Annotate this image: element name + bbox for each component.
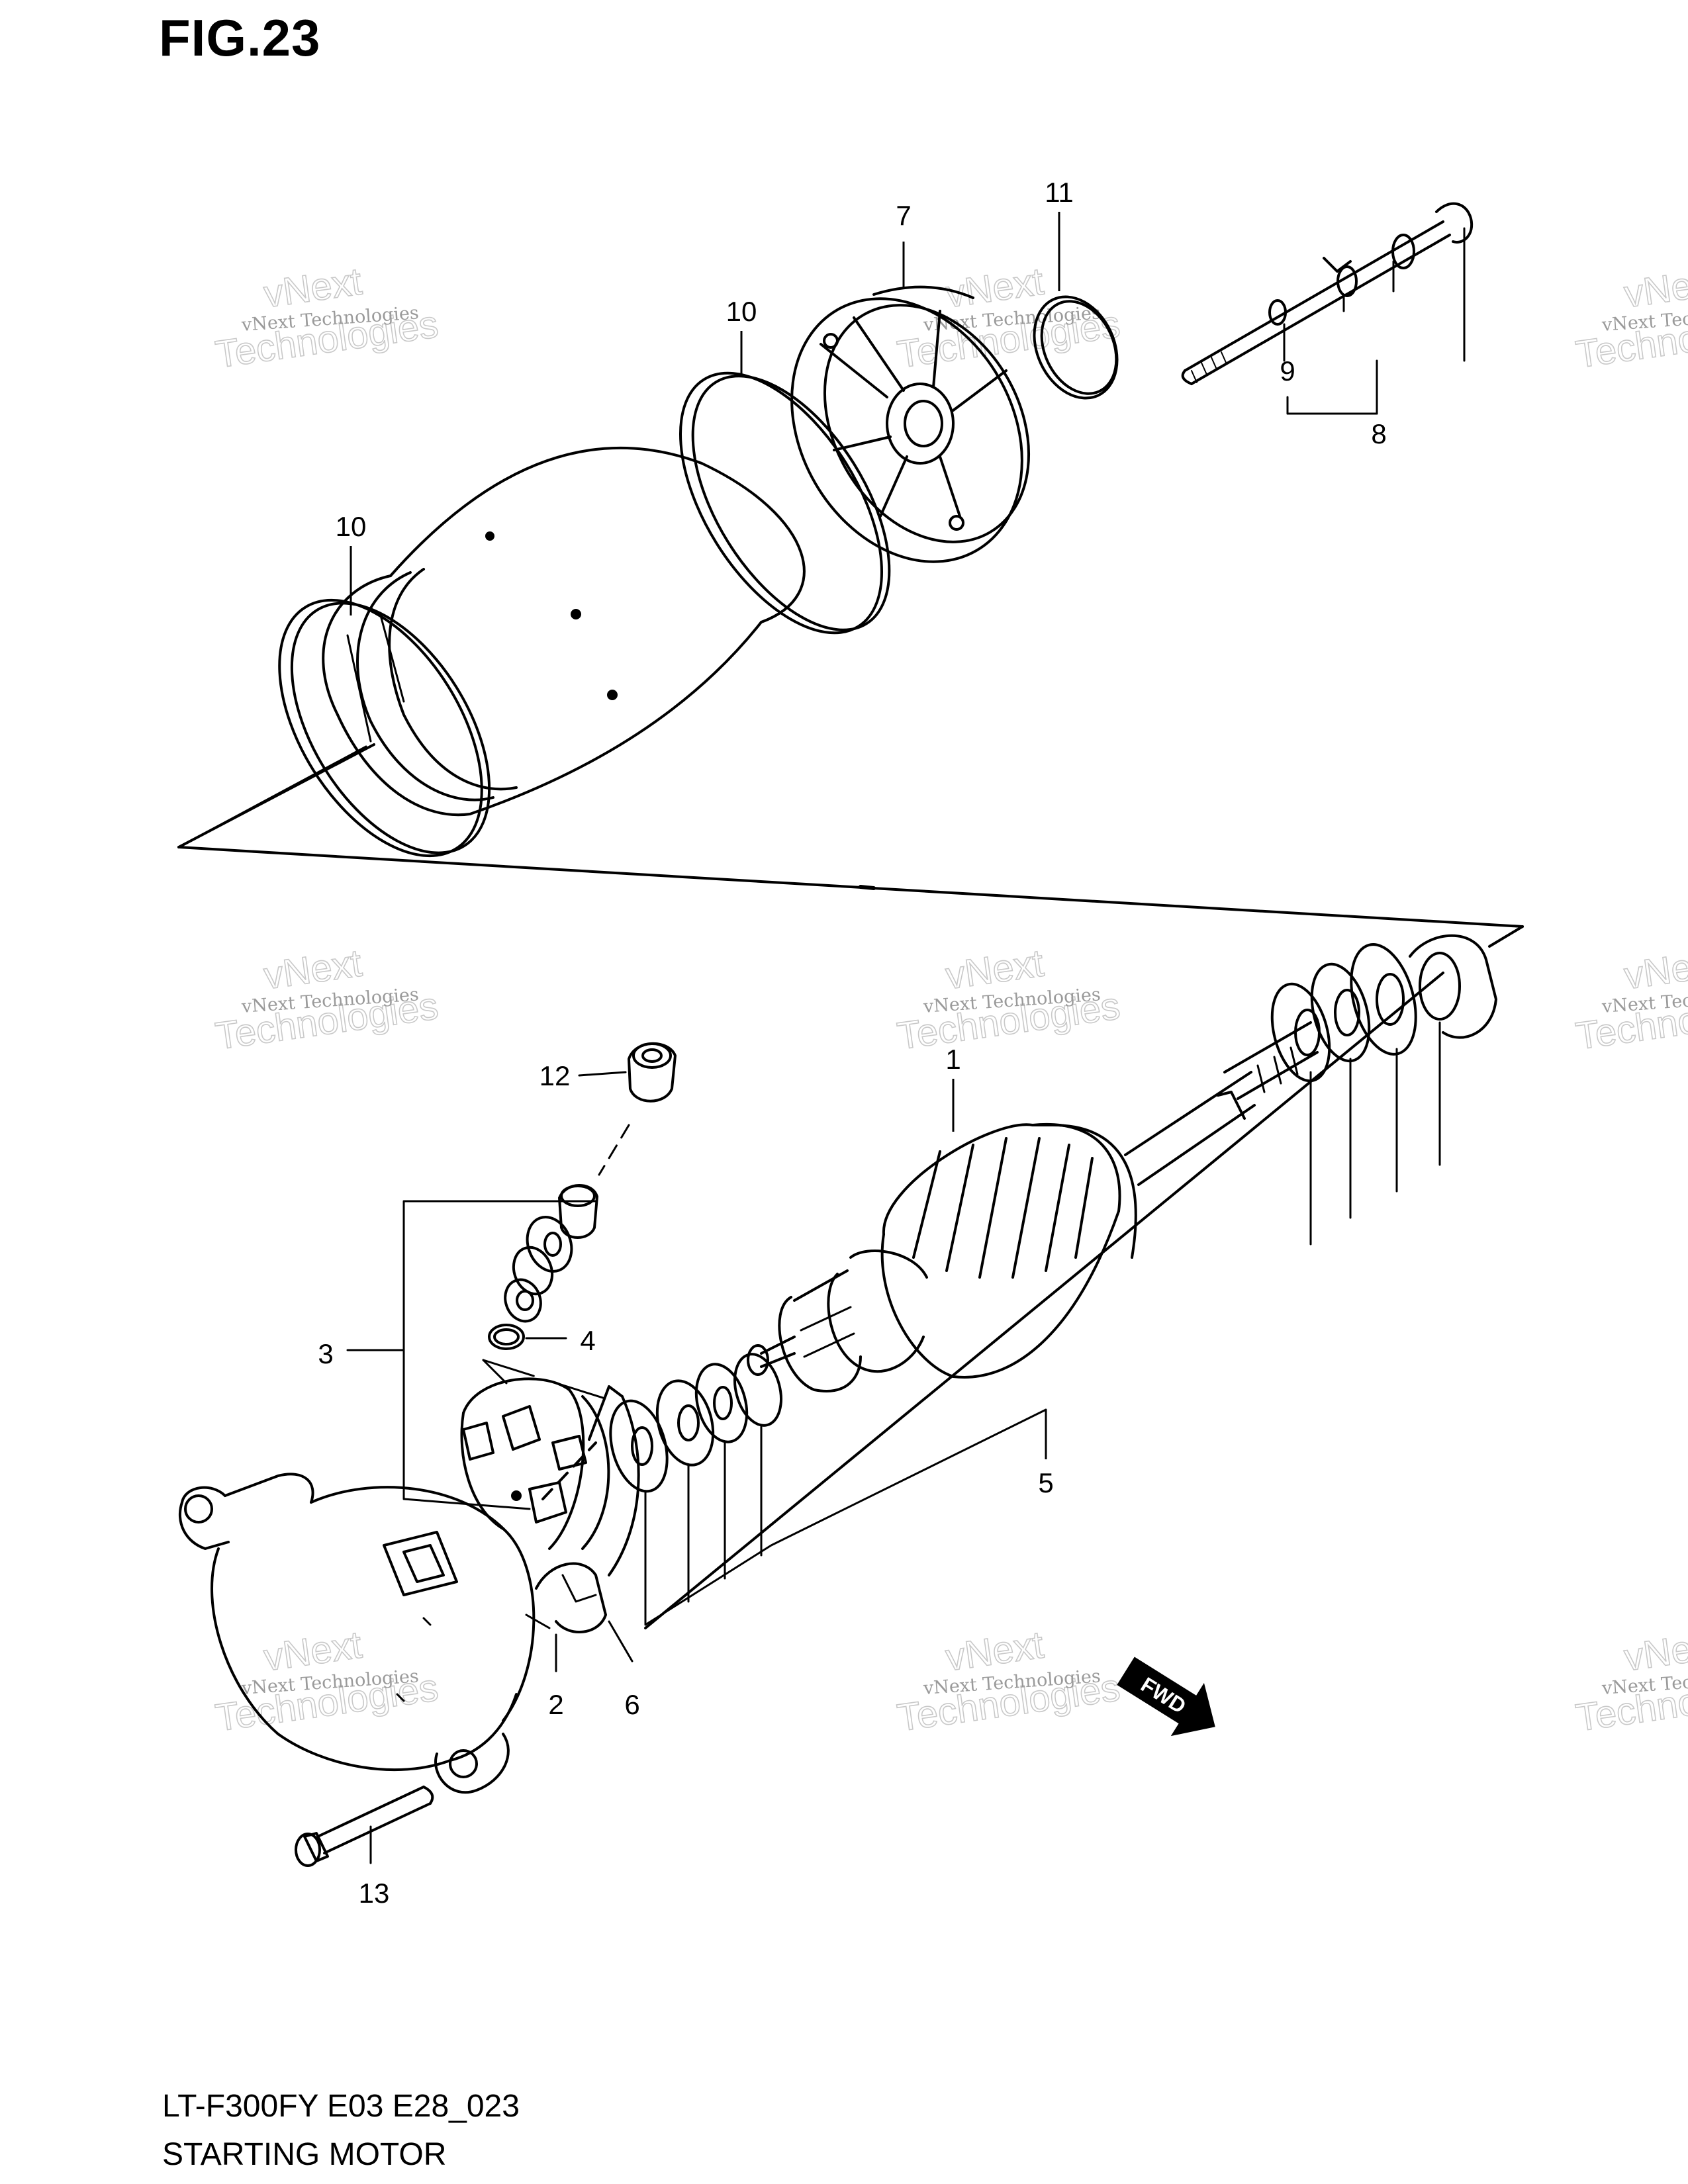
callout-label: 10 [726,296,757,327]
callout-label: 6 [624,1689,639,1720]
watermark: Technologies vNext vNext Technologies [894,941,1123,1059]
model-code-label: LT-F300FY E03 E28_023 [162,2089,520,2124]
callout-label: 8 [1371,418,1386,449]
armature [747,1021,1319,1392]
callout-label: 4 [580,1325,595,1356]
callout-label: 11 [1045,177,1074,208]
callout-label: 5 [1038,1467,1053,1498]
callout-label: 3 [318,1338,333,1369]
callout-label: 10 [336,511,367,542]
watermark: Technologies vNext vNext Technologies [894,1623,1123,1741]
watermark-group: Technologies vNext vNext Technologies Te… [212,259,1688,1741]
o-ring-small [1033,295,1119,400]
callout-label: 1 [945,1044,961,1075]
callout-label: 12 [539,1060,571,1091]
bracket-9-8 [1286,290,1466,415]
through-bolt [1181,202,1474,385]
washer-4 [488,1324,567,1350]
watermark: Technologies vNext vNext Technologies [1573,941,1688,1059]
watermark: Technologies vNext vNext Technologies [1573,259,1688,377]
watermark: Technologies vNext vNext Technologies [212,1623,442,1741]
fwd-arrow-icon: FWD [1117,1657,1215,1737]
end-cover [790,285,1031,563]
watermark: Technologies vNext vNext Technologies [894,259,1123,377]
watermark: Technologies vNext vNext Technologies [212,259,442,377]
assembly-axis-lines [177,743,1524,1629]
brush-holder-frame-lines [482,1359,610,1401]
motor-yoke [322,446,806,817]
watermark-text: vNext [1622,941,1688,997]
leader-lines [350,212,1060,1626]
o-ring-right [679,371,891,635]
watermark: Technologies vNext vNext Technologies [212,941,442,1059]
washer-stack-left [609,1353,782,1626]
callout-label: 9 [1280,355,1295,387]
callout-labels: 1 2 3 4 5 6 7 8 9 10 10 11 12 13 [318,177,1386,1909]
o-ring-left [177,598,491,858]
washer-stack-right [1270,934,1497,1246]
watermark: Technologies vNext vNext Technologies [1573,1623,1688,1741]
figure-title: FIG.23 [159,9,321,67]
callout-label: 2 [548,1689,563,1720]
callout-label: 13 [359,1878,390,1909]
brush-holder [460,1377,640,1672]
front-housing [178,1473,536,1794]
terminal-kit-3 [346,1184,598,1510]
watermark-text: vNext [1622,259,1688,316]
section-name-label: STARTING MOTOR [162,2137,447,2172]
terminal-nut-12 [578,1042,677,1176]
watermark-text: vNext [1622,1623,1688,1679]
callout-label: 7 [896,200,911,231]
housing-bolt [295,1786,434,1867]
